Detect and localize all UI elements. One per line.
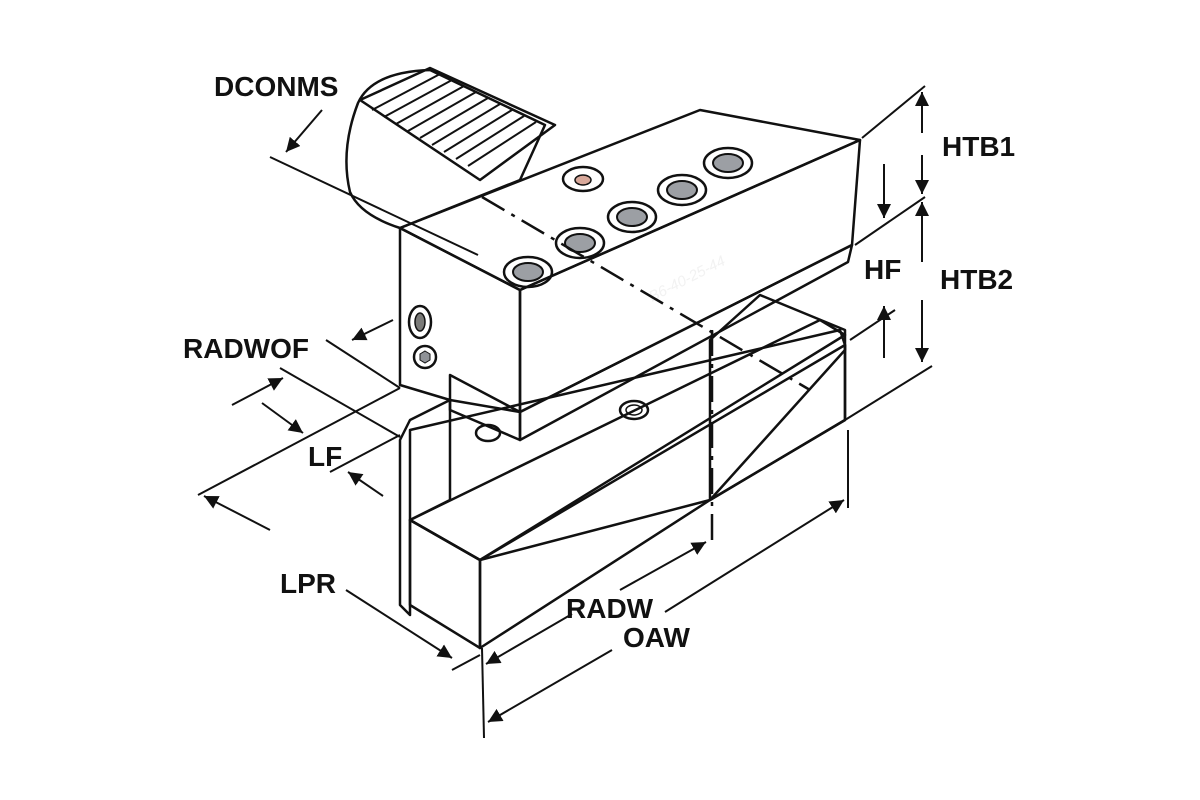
screw-icon (554, 226, 606, 260)
radw-arrow-right (619, 541, 707, 591)
oaw-arrow-left (487, 649, 613, 723)
label-hf: HF (864, 254, 901, 285)
oaw-arrow-right (664, 499, 845, 613)
axis-centerline (481, 195, 811, 392)
side-screw-icon (412, 344, 438, 370)
base-screw-icon (618, 399, 650, 421)
radw-arrow-left (485, 613, 573, 665)
screw-icon (702, 146, 754, 180)
dimension-lines (197, 85, 933, 739)
coolant-pin-icon (561, 165, 605, 193)
label-oaw: OAW (623, 622, 690, 653)
clamp-block (398, 108, 862, 442)
label-dconms: DCONMS (214, 71, 338, 102)
serration-face (358, 66, 557, 182)
dconms-arrow (285, 109, 323, 153)
lpr-arrow-1 (203, 495, 271, 531)
top-screws (502, 146, 754, 289)
lf-arrow-3 (347, 471, 384, 497)
label-htb1: HTB1 (942, 131, 1015, 162)
lf-arrow-2 (261, 402, 304, 434)
part-number-engraving: B6-40-25-44 (646, 253, 728, 306)
base-block (398, 293, 847, 650)
label-lpr: LPR (280, 568, 336, 599)
label-radw: RADW (566, 593, 654, 624)
screw-icon (606, 200, 658, 234)
label-lf: LF (308, 441, 342, 472)
serrations (371, 73, 537, 167)
screw-icon (656, 173, 708, 207)
coolant-screw-icon (407, 304, 433, 340)
label-htb2: HTB2 (940, 264, 1013, 295)
lpr-arrow-2 (345, 589, 453, 659)
lf-arrow-1 (231, 377, 284, 406)
screw-icon (502, 255, 554, 289)
shank (345, 66, 557, 230)
radwof-arrow (351, 319, 394, 341)
label-radwof: RADWOF (183, 333, 309, 364)
